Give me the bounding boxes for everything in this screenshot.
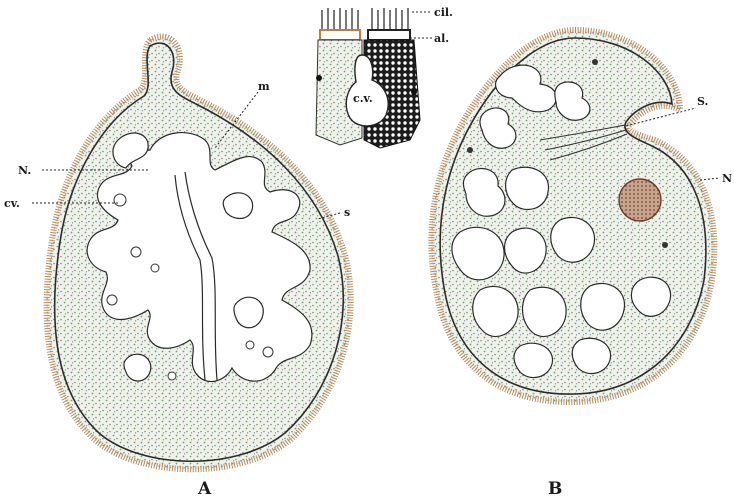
panel-b-letter: B [548, 479, 562, 499]
panel-a-label-m: m [258, 80, 270, 93]
panel-b-lobe-14 [572, 338, 610, 373]
inset: cil. al. c.v. [316, 6, 453, 148]
panel-a-vacuole-2 [131, 247, 141, 257]
panel-a-label-cv: cv. [4, 197, 20, 210]
panel-a-vacuole-7 [246, 341, 254, 349]
panel-a-letter: A [197, 479, 212, 499]
panel-b-label-n: N [722, 172, 732, 185]
panel-a-vacuole-5 [168, 372, 176, 380]
inset-label-al: al. [434, 32, 449, 45]
inset-cilia-left [322, 8, 358, 30]
panel-b-lobe-11 [581, 283, 625, 330]
panel-b-granule-1 [592, 59, 598, 65]
panel-a-vacuole-4 [107, 295, 117, 305]
inset-granule-2 [411, 89, 417, 95]
panel-b-nucleus [619, 179, 661, 221]
panel-a-vacuole-6 [263, 347, 273, 357]
panel-b-label-s: S. [697, 95, 708, 108]
panel-a-lobe-3 [234, 297, 263, 328]
panel-a-label-s: s [344, 206, 350, 219]
inset-alveolus-left [320, 30, 360, 40]
panel-b-granule-2 [467, 147, 473, 153]
panel-a-lobe-2 [223, 193, 252, 219]
panel-b-cell: S. N B [431, 30, 732, 499]
inset-cilia-right [372, 8, 408, 30]
panel-a-vacuole-1 [114, 194, 126, 206]
panel-b-n-leader [700, 178, 720, 180]
inset-label-cv: c.v. [353, 92, 373, 105]
panel-b-lobe-8 [551, 217, 595, 262]
panel-a-label-n: N. [18, 164, 31, 177]
inset-label-cil: cil. [434, 6, 453, 19]
inset-granule-1 [316, 75, 322, 81]
panel-b-lobe-10 [523, 287, 567, 336]
panel-a-cell: m N. cv. s A [4, 37, 351, 499]
panel-b-granule-3 [662, 242, 668, 248]
inset-alveolus-right [368, 30, 410, 40]
panel-a-vacuole-3 [151, 264, 159, 272]
panel-b-lobe-13 [514, 343, 553, 377]
panel-a-lobe-4 [124, 354, 151, 381]
